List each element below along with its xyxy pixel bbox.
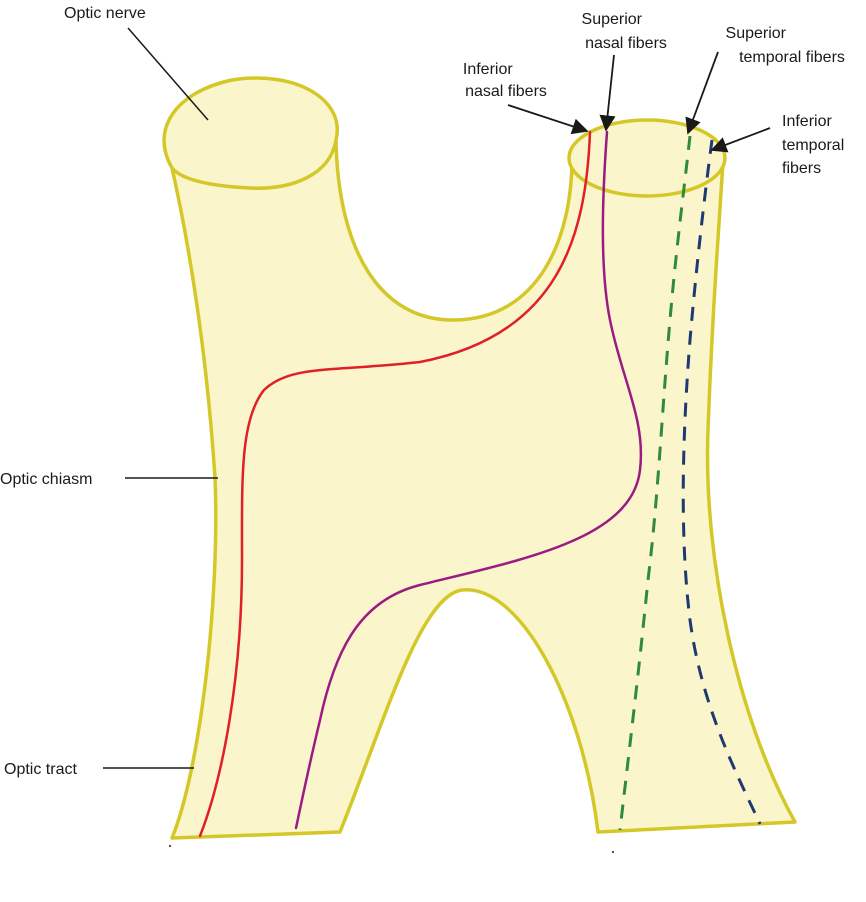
- bottom-mark-right: [611, 850, 615, 854]
- inferior-nasal-arrow: [507, 104, 589, 135]
- left-optic-nerve-cap: [162, 76, 340, 190]
- superior-nasal-fibers-label: Superior nasal fibers: [582, 11, 667, 52]
- chiasm-body: [170, 138, 797, 840]
- superior-temporal-arrow: [685, 51, 719, 135]
- bottom-mark-left: [168, 844, 172, 848]
- right-optic-nerve-cap: [567, 118, 727, 198]
- superior-temporal-fiber-path: [618, 135, 692, 831]
- superior-nasal-fiber-path: [294, 130, 643, 830]
- superior-temporal-fibers-label: Superior temporal fibers: [726, 25, 845, 66]
- inferior-temporal-fibers-label: Inferior temporal fibers: [782, 113, 849, 177]
- inferior-nasal-fiber-path: [198, 130, 592, 838]
- optic-tract-label: Optic tract: [4, 761, 77, 778]
- inferior-nasal-fibers-label: Inferior nasal fibers: [463, 61, 547, 100]
- superior-nasal-arrow: [599, 54, 616, 132]
- optic-chiasm-label: Optic chiasm: [0, 471, 92, 488]
- inferior-temporal-arrow: [710, 127, 771, 153]
- inferior-temporal-fiber-path: [681, 139, 762, 825]
- optic-nerve-leader: [127, 27, 209, 121]
- optic-nerve-label: Optic nerve: [64, 5, 146, 22]
